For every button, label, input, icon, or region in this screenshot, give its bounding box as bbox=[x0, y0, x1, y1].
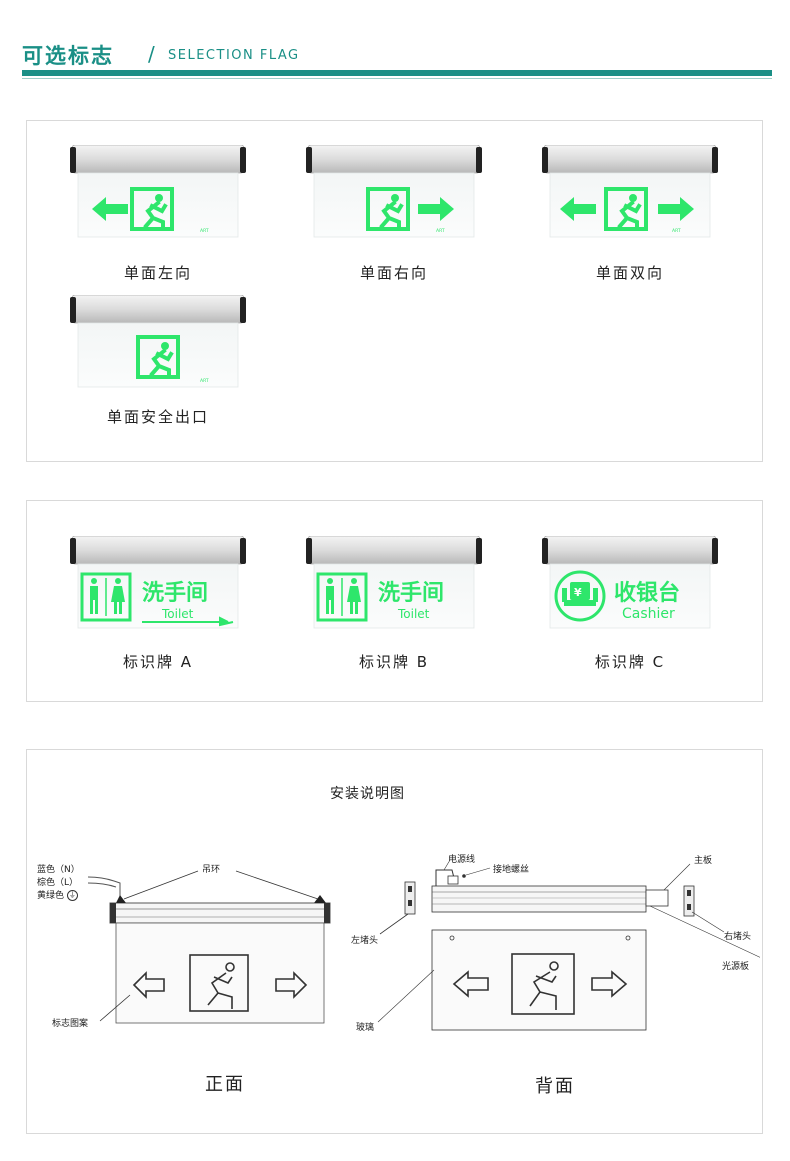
installation-title: 安装说明图 bbox=[330, 786, 405, 802]
yen-icon: ¥ bbox=[574, 586, 582, 599]
label-back: 背面 bbox=[535, 1076, 575, 1097]
toilet-cn-text: 洗手间 bbox=[378, 581, 444, 606]
brand-mark: ART bbox=[200, 228, 209, 234]
sign-safety-exit: ART bbox=[70, 295, 246, 391]
header-divider-thin bbox=[22, 78, 772, 79]
sign-single-right: ART bbox=[306, 145, 482, 241]
label-front: 正面 bbox=[205, 1074, 245, 1095]
header-divider bbox=[22, 70, 772, 76]
header-slash: / bbox=[148, 42, 155, 66]
caption-sign-c: 标识牌 C bbox=[594, 653, 666, 671]
caption-sign-a: 标识牌 A bbox=[122, 653, 194, 671]
front-diagram bbox=[87, 870, 331, 1024]
sign-cashier-c: ¥ 收银台 Cashier bbox=[542, 536, 718, 636]
section-header: 可选标志 / SELECTION FLAG bbox=[22, 38, 772, 79]
cashier-cn-text: 收银台 bbox=[614, 580, 680, 606]
caption-safety-exit: 单面安全出口 bbox=[106, 408, 209, 426]
ground-icon: ⏚ bbox=[66, 890, 78, 901]
brand-mark: ART bbox=[672, 228, 681, 234]
header-title-cn: 可选标志 bbox=[22, 44, 114, 68]
sign-double: ART bbox=[542, 145, 718, 241]
toilet-en-text: Toilet bbox=[397, 607, 430, 621]
caption-single-left: 单面左向 bbox=[123, 264, 192, 282]
label-blue-wire: 蓝色（N） bbox=[37, 865, 80, 875]
label-hang-ring: 吊环 bbox=[202, 865, 221, 875]
label-left-cap: 左堵头 bbox=[351, 936, 379, 946]
label-ground-screw: 接地螺丝 bbox=[493, 865, 530, 875]
label-pattern: 标志图案 bbox=[52, 1019, 89, 1029]
toilet-cn-text: 洗手间 bbox=[142, 581, 208, 606]
caption-single-right: 单面右向 bbox=[359, 264, 428, 282]
label-ground-wire: 黄绿色 ⏚ bbox=[37, 890, 78, 901]
caption-double: 单面双向 bbox=[595, 264, 664, 282]
label-power-cord: 电源线 bbox=[448, 855, 476, 865]
label-light-board: 光源板 bbox=[722, 962, 750, 972]
brand-mark: ART bbox=[200, 378, 209, 384]
sign-toilet-a: 洗手间 Toilet bbox=[70, 536, 246, 636]
cashier-en-text: Cashier bbox=[622, 606, 675, 622]
brand-mark: ART bbox=[436, 228, 445, 234]
sign-single-left: ART bbox=[70, 145, 246, 241]
label-right-cap: 右堵头 bbox=[724, 932, 752, 942]
toilet-en-text: Toilet bbox=[161, 607, 194, 621]
header-title-en: SELECTION FLAG bbox=[168, 48, 300, 63]
label-main-board: 主板 bbox=[694, 856, 713, 866]
sign-toilet-b: 洗手间 Toilet bbox=[306, 536, 482, 636]
label-glass: 玻璃 bbox=[356, 1023, 375, 1033]
back-diagram bbox=[377, 859, 760, 1031]
label-brown-wire: 棕色（L） bbox=[37, 878, 79, 888]
caption-sign-b: 标识牌 B bbox=[358, 653, 430, 671]
